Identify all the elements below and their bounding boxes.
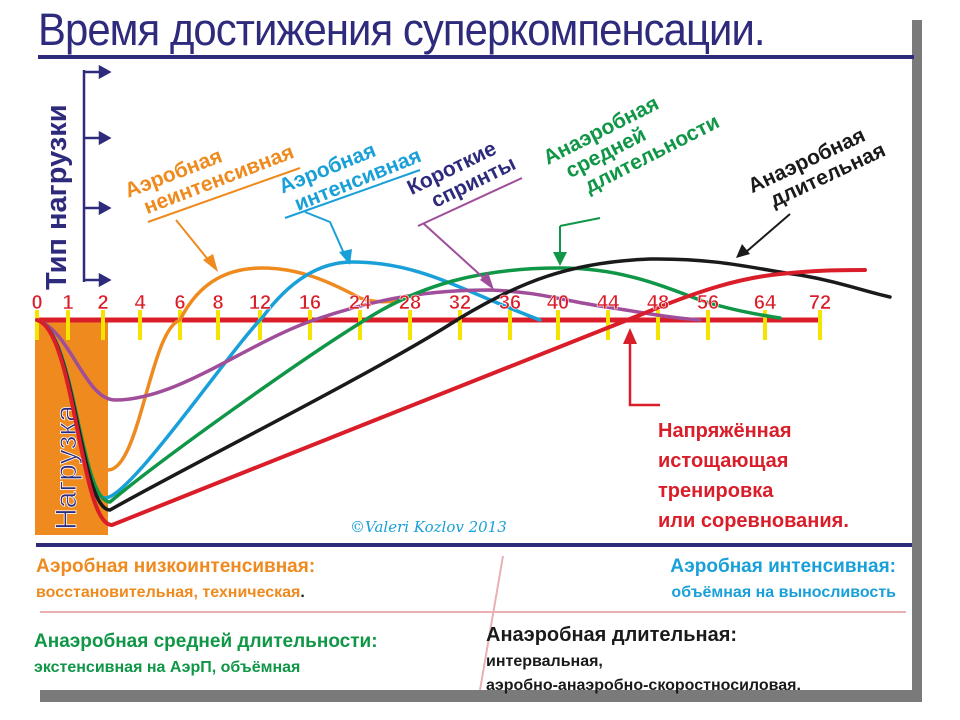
x-tick-label: 4 [134, 292, 146, 314]
pointer-anaerobic-mid [559, 217, 601, 256]
legend-dot: . [300, 584, 305, 601]
curve-aerobic-low [35, 266, 402, 472]
legend-aerobic-int: Аэробная интенсивная: объёмная на выносл… [670, 556, 896, 602]
pointer-arrowhead [623, 328, 637, 344]
curve-short-sprints [35, 288, 702, 402]
x-tick-label: 64 [754, 292, 777, 314]
pointer-exhausting [628, 340, 660, 407]
pointer-anaerobic-long [745, 213, 791, 253]
legend-anaerobic-mid: Анаэробная средней длительности: экстенс… [34, 631, 378, 677]
pointer-aerobic-low [147, 167, 301, 263]
x-tick-label: 12 [249, 292, 271, 314]
x-tick-label: 56 [697, 292, 719, 314]
label-line: или соревнования. [658, 510, 849, 532]
label-line: истощающая [658, 450, 789, 472]
x-tick-label: 48 [647, 292, 669, 314]
legend-heading: Аэробная низкоинтенсивная: [36, 556, 316, 577]
page-title: Время достижения суперкомпенсации. [38, 4, 766, 55]
legend-heading: Аэробная интенсивная: [670, 556, 896, 577]
legend-sub: объёмная на выносливость [671, 584, 896, 601]
curve-exhausting [35, 268, 867, 528]
x-tick-label: 24 [349, 292, 372, 314]
title-underline [38, 55, 914, 59]
legend-aerobic-low: Аэробная низкоинтенсивная: восстановител… [36, 556, 315, 602]
label-exhausting: Напряжённая истощающая тренировка или со… [658, 416, 849, 536]
x-tick-label: 72 [809, 292, 831, 314]
x-tick-label: 44 [597, 292, 620, 314]
x-tick-label: 6 [174, 292, 185, 314]
legend-sub: интервальная, [486, 653, 603, 670]
x-tick-label: 36 [499, 292, 521, 314]
x-tick-label: 0 [31, 292, 42, 314]
legend-top-rule [36, 543, 912, 547]
curve-anaerobic-mid [35, 266, 782, 504]
label-line: тренировка [658, 480, 774, 502]
pointer-arrowhead [736, 244, 750, 258]
legend-sub: аэробно-анаэробно-скоростносиловая. [486, 677, 801, 694]
x-tick-label: 28 [399, 292, 421, 314]
legend-heading: Анаэробная средней длительности: [34, 631, 378, 652]
legend-anaerobic-long: Анаэробная длительная: интервальная, аэр… [486, 624, 801, 695]
legend-heading: Анаэробная длительная: [486, 624, 738, 646]
legend-sub: восстановительная, техническая [36, 584, 301, 601]
x-tick-label: 40 [547, 292, 569, 314]
y-axis-label: Тип нагрузки [41, 104, 73, 290]
x-tick-label: 8 [212, 292, 223, 314]
pointer-arrowhead [203, 254, 218, 272]
pointer-arrowhead [553, 252, 567, 266]
frame-shadow-right [912, 20, 922, 702]
x-tick-label: 2 [97, 292, 108, 314]
x-tick-label: 32 [449, 292, 471, 314]
load-type-axis [82, 64, 112, 288]
legend-sub: экстенсивная на АэрП, объёмная [34, 659, 301, 676]
pointer-sprints [417, 177, 523, 283]
pointer-aerobic-int [284, 169, 421, 259]
pointer-arrowhead [480, 272, 494, 290]
label-line: Напряжённая [658, 420, 792, 442]
pointer-arrowhead [339, 249, 352, 265]
x-tick-label: 16 [299, 292, 321, 314]
frame-shadow-bottom [40, 690, 922, 702]
legend-divider-v [479, 555, 504, 691]
copyright: ©Valeri Kozlov 2013 [350, 518, 507, 536]
x-tick-label: 1 [62, 292, 73, 314]
